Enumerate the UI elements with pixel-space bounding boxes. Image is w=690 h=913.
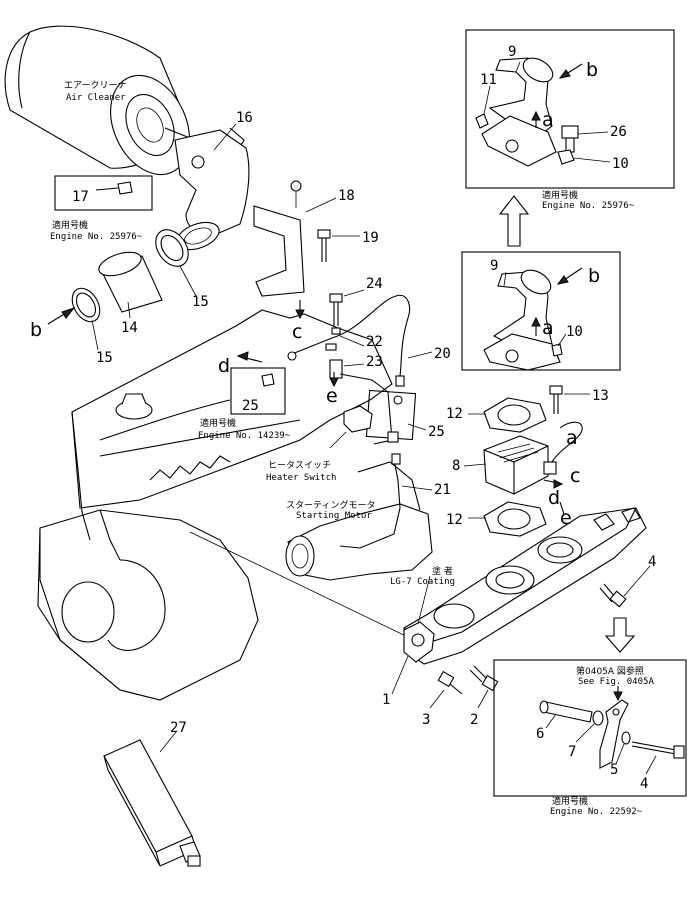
callout-4-a: 4 [648, 554, 656, 570]
intake-heater [483, 421, 583, 495]
air-cleaner [4, 25, 250, 251]
starting-motor-label: Starting Motor [296, 511, 372, 521]
callout-1: 1 [382, 692, 390, 708]
bolt-3 [437, 670, 463, 695]
bracket-18 [253, 180, 305, 297]
see-fig-jp-label: 第0405A 図参照 [576, 665, 644, 677]
letter-b-1: b [30, 319, 42, 341]
bolt-13 [549, 385, 563, 414]
serial-note-2-jp: 適用号機 [200, 417, 236, 429]
callout-12-b: 12 [446, 512, 463, 528]
serial-note-1-jp: 適用号機 [52, 219, 88, 231]
air-cleaner-jp-label: エアークリーナ [64, 80, 126, 91]
callout-9-a: 9 [508, 44, 516, 60]
callout-3: 3 [422, 712, 430, 728]
callout-11: 11 [480, 72, 497, 88]
starting-motor-jp-label: スターティングモータ [286, 499, 375, 511]
callout-23: 23 [366, 354, 383, 370]
letter-d-2: d [548, 487, 560, 509]
callout-10-b: 10 [566, 324, 583, 340]
see-fig-label: See Fig. 0405A [578, 677, 654, 687]
callout-2: 2 [470, 712, 478, 728]
callout-19: 19 [362, 230, 379, 246]
letter-b-2: b [586, 59, 598, 81]
intake-manifold [403, 507, 647, 665]
callout-25-b: 25 [428, 424, 445, 440]
callout-15-a: 15 [96, 350, 113, 366]
callout-10-a: 10 [612, 156, 629, 172]
bolt-4-manifold [599, 583, 627, 608]
detail-box-middle [461, 251, 621, 371]
hose-and-clamps [71, 229, 189, 323]
callout-25-a: 25 [242, 398, 259, 414]
bracket-assembly-detail [539, 699, 685, 769]
callout-14: 14 [121, 320, 138, 336]
callout-16: 16 [236, 110, 253, 126]
letter-a-2: a [542, 317, 554, 339]
callout-27: 27 [170, 720, 187, 736]
letter-c-1: c [292, 321, 302, 343]
serial-note-4-jp: 適用号機 [552, 795, 588, 807]
serial-note-3-jp: 適用号機 [542, 189, 578, 201]
gasket-12-bottom [483, 501, 547, 537]
coating-label: LG-7 Coating [390, 577, 455, 587]
callout-8: 8 [452, 458, 460, 474]
engine-block [37, 309, 393, 701]
callout-13: 13 [592, 388, 609, 404]
intake-elbow-middle [483, 269, 563, 371]
serial-note-2: Engine No. 14239~ [198, 431, 291, 441]
heater-switch-label: Heater Switch [266, 473, 336, 483]
serial-note-1: Engine No. 25976~ [50, 232, 143, 242]
callout-4-b: 4 [640, 776, 648, 792]
heater-wiring [287, 293, 411, 387]
callout-15-b: 15 [192, 294, 209, 310]
letter-a-3: a [566, 427, 578, 449]
callout-18: 18 [338, 188, 355, 204]
down-arrow [604, 617, 636, 653]
callout-12-a: 12 [446, 406, 463, 422]
letter-d-1: d [218, 355, 230, 377]
detail-box-top [465, 29, 675, 189]
callout-7: 7 [568, 744, 576, 760]
intake-elbow-detail-top [475, 57, 579, 167]
gasket-12-top [483, 397, 547, 433]
bolt-19 [317, 229, 331, 262]
callout-22: 22 [366, 334, 383, 350]
up-arrow [498, 195, 530, 247]
letter-a-1: a [542, 109, 554, 131]
part-27-heater-element [103, 739, 201, 867]
coating-jp-label: 塗 者 [432, 565, 453, 577]
callout-26: 26 [610, 124, 627, 140]
callout-6: 6 [536, 726, 544, 742]
detail-box-bottom [493, 659, 687, 797]
leader-line [189, 531, 411, 639]
callout-9-b: 9 [490, 258, 498, 274]
callout-17: 17 [72, 189, 89, 205]
letter-e-1: e [326, 385, 338, 407]
letter-e-2: e [560, 507, 572, 529]
callout-24: 24 [366, 276, 383, 292]
serial-note-4: Engine No. 22592~ [550, 807, 643, 817]
letter-b-3: b [588, 265, 600, 287]
callout-21: 21 [434, 482, 451, 498]
air-cleaner-label: Air Cleaner [66, 93, 126, 103]
starting-motor [285, 453, 433, 581]
serial-note-3: Engine No. 25976~ [542, 201, 635, 211]
heater-switch-jp-label: ヒータスイッチ [268, 460, 331, 471]
callout-5: 5 [610, 762, 618, 778]
part-17-detail-box [54, 175, 153, 211]
callout-20: 20 [434, 346, 451, 362]
letter-c-2: c [570, 465, 580, 487]
heater-switch [339, 373, 417, 445]
part-25-detail-box [230, 367, 286, 415]
